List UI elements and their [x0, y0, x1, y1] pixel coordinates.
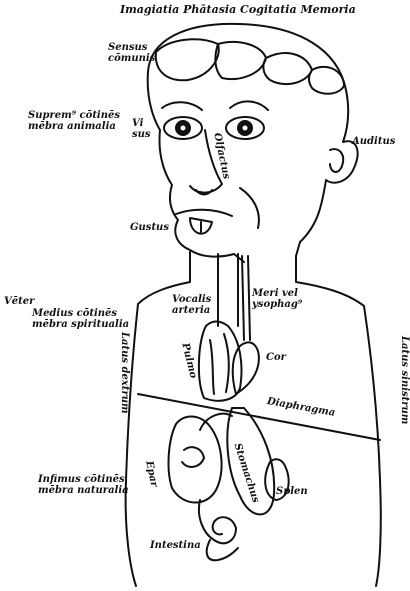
- label-gustus: Gustus: [130, 222, 169, 233]
- diaphragm: [137, 393, 381, 441]
- esophagus: [241, 255, 251, 341]
- neck-left: [137, 251, 191, 305]
- label-medius-line2: mēbra spiritualia: [32, 319, 130, 330]
- label-meri-line2: ysophag⁹: [252, 299, 303, 310]
- label-vocalis-arteria-line1: Vocalis: [172, 294, 212, 305]
- stomach: [226, 407, 276, 516]
- label-sensus-communis: Sensus cōmunis: [108, 42, 155, 64]
- mouth: [175, 208, 233, 217]
- ear: [329, 148, 345, 173]
- label-sensus-communis-line2: cōmunis: [108, 53, 156, 64]
- label-meri-line1: Meri vel: [252, 288, 298, 299]
- torso-left: [124, 303, 139, 587]
- head-outline: [147, 22, 359, 269]
- label-splen: Splen: [276, 486, 308, 497]
- label-supremus-line2: mēbra animalia: [28, 121, 116, 132]
- label-supremus-line1: Suprem⁹ cōtinēs: [28, 110, 120, 121]
- left-eye: [163, 116, 203, 140]
- trachea: [217, 253, 239, 327]
- label-visus: Vi sus: [132, 118, 151, 140]
- label-infimus-line2: mēbra naturalia: [38, 485, 129, 496]
- left-eyebrow: [161, 101, 203, 111]
- neck-right: [295, 267, 365, 307]
- ventricle-memoria: [308, 65, 345, 95]
- ventricle-phantasia: [214, 40, 267, 80]
- lungs: [197, 320, 243, 402]
- label-medius-line1: Medius cōtinēs: [32, 308, 118, 319]
- label-auditus: Auditus: [352, 136, 396, 147]
- ventricle-cogitativa: [262, 52, 313, 86]
- label-vocalis-arteria-line2: arteria: [172, 305, 211, 316]
- ventricles-title: Imagiatia Phātasia Cogitatia Memoria: [120, 3, 356, 16]
- label-vocalis-arteria: Vocalis arteria: [172, 294, 211, 316]
- right-eyebrow: [229, 100, 269, 111]
- right-eye: [225, 116, 265, 140]
- intestines: [198, 499, 237, 545]
- label-medius: Medius cōtinēs mēbra spiritualia: [32, 308, 129, 330]
- label-infimus-line1: Infimus cōtinēs: [38, 474, 125, 485]
- label-latus-sinistrum: Latus sinistrum: [399, 336, 410, 425]
- label-venter: Vēter: [4, 296, 35, 307]
- spleen: [264, 458, 290, 501]
- label-intestina: Intestina: [150, 540, 201, 551]
- heart: [231, 341, 260, 395]
- torso-right: [363, 305, 382, 587]
- liver: [167, 415, 223, 504]
- ventricle-imaginativa: [154, 38, 220, 82]
- label-infimus: Infimus cōtinēs mēbra naturalia: [38, 474, 129, 496]
- label-cor: Cor: [266, 352, 286, 363]
- label-sensus-communis-line1: Sensus: [108, 42, 148, 53]
- face-outline: [146, 71, 245, 263]
- label-visus-line2: sus: [132, 129, 151, 140]
- label-visus-line1: Vi: [132, 118, 144, 129]
- label-supremus: Suprem⁹ cōtinēs mēbra animalia: [28, 110, 120, 132]
- label-latus-dextrum: Latus dextrum: [119, 332, 130, 414]
- label-meri: Meri vel ysophag⁹: [252, 288, 302, 310]
